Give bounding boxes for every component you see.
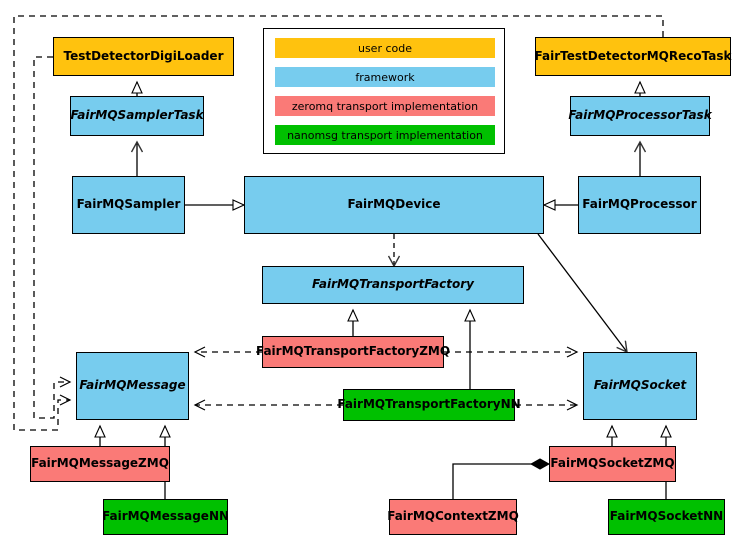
edge-recotask-to-message <box>13 15 664 431</box>
node-fairmqsocketnn[interactable]: FairMQSocketNN <box>608 499 725 535</box>
node-fairmqcontextzmq[interactable]: FairMQContextZMQ <box>387 499 519 535</box>
edge-device-to-socket <box>537 233 627 352</box>
node-fairmqmessagenn[interactable]: FairMQMessageNN <box>102 499 229 535</box>
node-fairmqprocessor[interactable]: FairMQProcessor <box>578 176 701 234</box>
node-fairtestdetectormqrecotask[interactable]: FairTestDetectorMQRecoTask <box>535 37 731 76</box>
node-fairmqsocketzmq[interactable]: FairMQSocketZMQ <box>549 446 676 482</box>
edge-digiloader-to-message <box>33 56 72 419</box>
legend-item-framework: framework <box>275 67 495 87</box>
legend-item-zeromq: zeromq transport implementation <box>275 96 495 116</box>
legend-panel: user code framework zeromq transport imp… <box>263 28 505 154</box>
node-fairmqmessagezmq[interactable]: FairMQMessageZMQ <box>30 446 170 482</box>
node-fairmqprocessortask[interactable]: FairMQProcessorTask <box>568 96 712 136</box>
legend-item-user-code: user code <box>275 38 495 58</box>
node-fairmqsamplertask[interactable]: FairMQSamplerTask <box>70 96 204 136</box>
node-fairmqdevice[interactable]: FairMQDevice <box>244 176 544 234</box>
node-fairmqsocket[interactable]: FairMQSocket <box>583 352 697 420</box>
node-fairmqtransportfactorynn[interactable]: FairMQTransportFactoryNN <box>337 389 521 421</box>
node-fairmqsampler[interactable]: FairMQSampler <box>72 176 185 234</box>
legend-item-nanomsg: nanomsg transport implementation <box>275 125 495 145</box>
node-fairmqtransportfactory[interactable]: FairMQTransportFactory <box>262 266 524 304</box>
node-fairmqtransportfactoryzmq[interactable]: FairMQTransportFactoryZMQ <box>256 336 450 368</box>
node-testdetectordigiloader[interactable]: TestDetectorDigiLoader <box>53 37 234 76</box>
node-fairmqmessage[interactable]: FairMQMessage <box>76 352 189 420</box>
edge-contextzmq-to-socketzmq <box>452 464 549 499</box>
